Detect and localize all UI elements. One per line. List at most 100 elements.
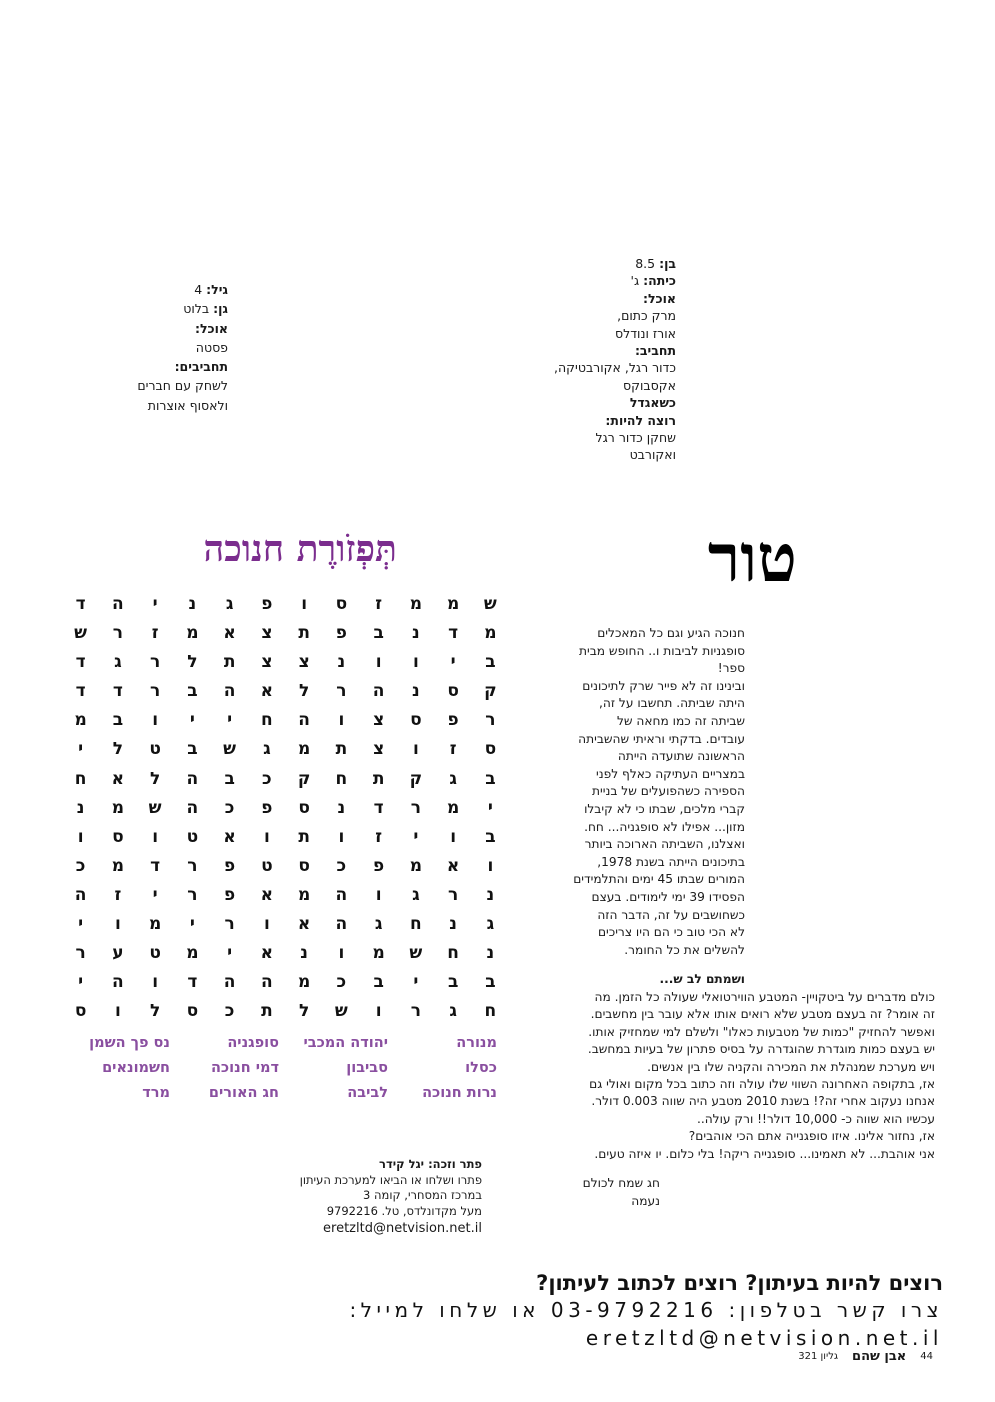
profile-line: ואקורבט <box>554 446 676 463</box>
profile-line: אקסבוקס <box>554 377 676 394</box>
column-line: סופגניות לביבות ו.. החופש מבית <box>579 643 745 658</box>
grid-letter: ז <box>375 826 383 847</box>
grid-letter: ד <box>75 594 86 614</box>
grid-letter: צ <box>373 710 385 731</box>
grid-letter: פ <box>224 855 236 876</box>
grid-letter: ש <box>74 623 88 644</box>
paragraph-line: ואפשר להחזיק "כמות של מטבעות כאלו" ולשלם… <box>588 1024 935 1039</box>
grid-letter: ב <box>485 972 496 993</box>
grid-letter: ק <box>297 768 311 789</box>
profile-line: בן: 8.5 <box>554 255 676 272</box>
grid-letter: פ <box>261 594 273 614</box>
grid-letter: ט <box>186 826 199 847</box>
grid-letter: ס <box>298 855 310 876</box>
grid-letter: ר <box>410 1001 421 1022</box>
profile-value: ואקורבט <box>629 447 676 463</box>
profile-line: רוצה להיות: <box>554 412 676 429</box>
grid-letter: ר <box>75 943 86 964</box>
grid-letter: ש <box>223 739 237 760</box>
word-item: סופגניה <box>227 1035 279 1051</box>
profile-value: 4 <box>194 282 207 297</box>
grid-letter: ח <box>74 768 87 789</box>
banner-title: רוצים להיות בעיתון? רוצים לכתוב לעיתון? <box>536 1271 943 1295</box>
profile-line: גיל: 4 <box>137 280 228 299</box>
word-item: כסלו <box>465 1060 497 1076</box>
grid-letter: ו <box>152 972 159 993</box>
grid-letter: ס <box>335 594 348 614</box>
profile-value: שחקן כדור רגל <box>595 430 676 446</box>
grid-letter: י <box>189 914 195 935</box>
column-line: הספירה כשהפועלים של בניית <box>592 784 745 799</box>
grid-letter: ד <box>150 855 161 876</box>
grid-letter: מ <box>111 855 125 876</box>
profile-line: ולאסוף אוצרות <box>137 396 228 415</box>
grid-letter: א <box>223 826 236 847</box>
grid-letter: ג <box>449 768 457 789</box>
greeting: חג שמח לכולם <box>582 1176 660 1190</box>
grid-letter: ע <box>112 943 124 964</box>
grid-letter: ו <box>152 826 159 847</box>
profile-label: גיל: <box>206 282 228 297</box>
grid-letter: מ <box>74 710 87 731</box>
footer: 44 אבן שהם גליון 321 <box>798 1349 933 1365</box>
paragraph-line: זה אומר? זה בעצם מטבע שלא רואים אותו אלא… <box>590 1007 935 1022</box>
word-item: מנורה <box>456 1035 497 1051</box>
grid-letter: מ <box>484 623 497 644</box>
column-line: חנוכה הגיע וגם כל המאכלים <box>597 626 745 640</box>
grid-letter: נ <box>337 797 346 818</box>
author: נעמה <box>631 1194 660 1208</box>
grid-letter: ר <box>410 797 421 818</box>
grid-letter: ת <box>223 652 236 673</box>
grid-letter: מ <box>186 623 199 644</box>
grid-letter: פ <box>335 623 347 644</box>
profile-value: אקסבוקס <box>623 377 676 393</box>
grid-letter: ב <box>447 972 459 993</box>
column-line: המורים שבתו 45 ימים והתלמידים <box>573 872 745 887</box>
grid-letter: ה <box>261 972 273 993</box>
grid-letter: ז <box>151 623 159 644</box>
page-number: 44 <box>920 1351 933 1362</box>
puzzle-title: תְּפְזֹורֶת חנוכה <box>203 528 397 570</box>
grid-letter: מ <box>186 943 199 964</box>
word-item: חשמונאים <box>102 1060 170 1076</box>
grid-letter: ו <box>412 739 419 760</box>
grid-letter: צ <box>373 739 385 760</box>
grid-letter: כ <box>224 797 235 818</box>
grid-letter: ג <box>225 594 234 614</box>
column-line: ספר! <box>717 661 745 676</box>
grid-letter: א <box>446 855 460 876</box>
email-link[interactable]: eretzltd@netvision.net.il <box>323 1221 482 1236</box>
grid-letter: א <box>223 623 236 644</box>
grid-letter: ב <box>112 710 124 731</box>
grid-letter: ה <box>223 681 236 702</box>
profile-label: כיתה: <box>643 273 676 289</box>
grid-letter: ל <box>112 739 124 760</box>
grid-letter: ב <box>485 768 496 789</box>
grid-letter: ו <box>301 594 308 614</box>
paragraph-line: ויש מערכת שמנהלת את המכירה והקניה שלו בי… <box>647 1059 935 1074</box>
column-line: עובדים. בדקתי וראיתי שהשביתה <box>578 731 745 746</box>
profile-line: כדור רגל, אקורבטיקה, <box>554 359 676 376</box>
grid-letter: מ <box>111 797 125 818</box>
grid-letter: ג <box>449 1001 457 1022</box>
grid-letter: ר <box>112 623 123 644</box>
grid-letter: ז <box>449 739 457 760</box>
signature: חג שמח לכולם נעמה <box>583 1174 660 1210</box>
grid-letter: ב <box>187 681 198 702</box>
grid-letter: י <box>152 884 158 905</box>
grid-letter: א <box>260 884 274 905</box>
grid-letter: ה <box>186 768 199 789</box>
column-line: כשחושבים על זה, הדבר הזה <box>597 907 745 922</box>
grid-letter: י <box>78 972 84 993</box>
grid-letter: פ <box>261 797 273 818</box>
column-line: בתיכונים הייתה בשנת 1978, <box>597 854 745 869</box>
grid-letter: ו <box>412 652 419 673</box>
grid-letter: כ <box>262 768 272 789</box>
grid-letter: ו <box>77 826 84 847</box>
grid-letter: ג <box>374 914 383 935</box>
profile-value: מרק כתום, <box>617 308 676 324</box>
profile-line: מרק כתום, <box>554 307 676 324</box>
column-line: במצריים העתיקה כאלף לפני <box>596 766 745 781</box>
grid-letter: ו <box>338 826 345 847</box>
